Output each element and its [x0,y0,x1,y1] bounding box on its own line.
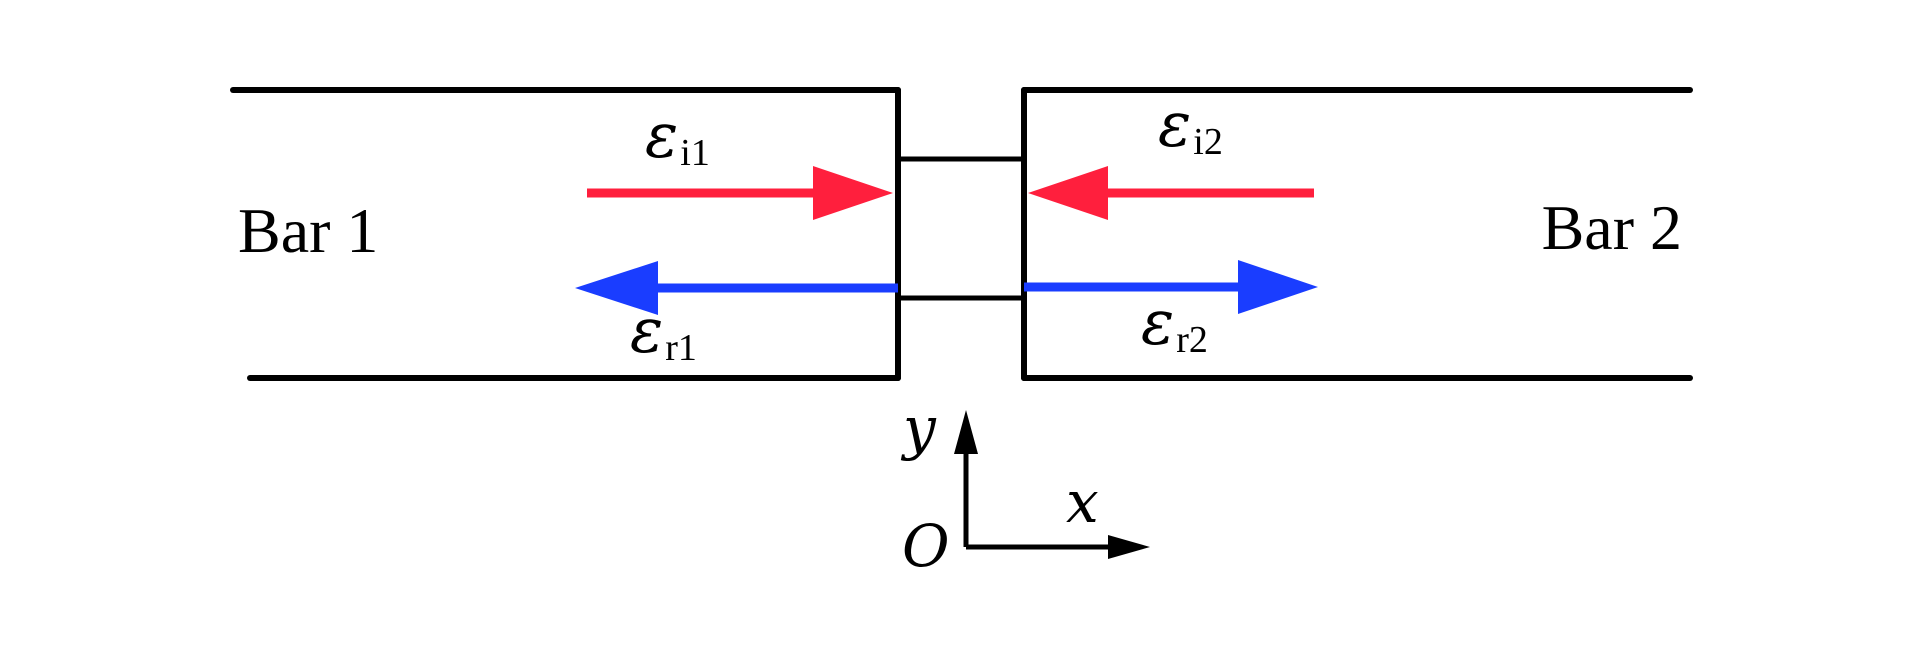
bar-1 [230,87,901,381]
incident-wave-1-label: εi1 [645,99,710,174]
x-axis-label: x [1066,468,1099,536]
reflected-wave-1-subscript: r1 [665,327,697,369]
x-axis-arrowhead [1108,535,1150,559]
epsilon-symbol: ε [645,99,678,172]
epsilon-symbol: ε [1158,88,1191,161]
reflected-wave-1-arrow [575,261,898,315]
incident-wave-1-arrow [587,166,893,220]
reflected-wave-2-arrow [1024,260,1318,314]
reflected-wave-2-subscript: r2 [1176,319,1208,361]
epsilon-symbol: ε [630,294,663,367]
bar-2-label: Bar 2 [1542,192,1682,263]
reflected-wave-2-label: εr2 [1141,286,1208,361]
y-axis-arrowhead [954,410,978,454]
origin-label: O [902,512,950,580]
incident-wave-2-subscript: i2 [1193,121,1223,163]
y-axis-label: y [900,394,937,462]
bar-2 [1021,87,1693,381]
incident-wave-2-arrow [1028,166,1314,220]
specimen [898,156,1024,301]
incident-wave-1-subscript: i1 [680,132,710,174]
coordinate-axes [954,410,1150,559]
bar-1-label: Bar 1 [238,195,378,266]
epsilon-symbol: ε [1141,286,1174,359]
incident-wave-2-label: εi2 [1158,88,1223,163]
reflected-wave-1-label: εr1 [630,294,697,369]
